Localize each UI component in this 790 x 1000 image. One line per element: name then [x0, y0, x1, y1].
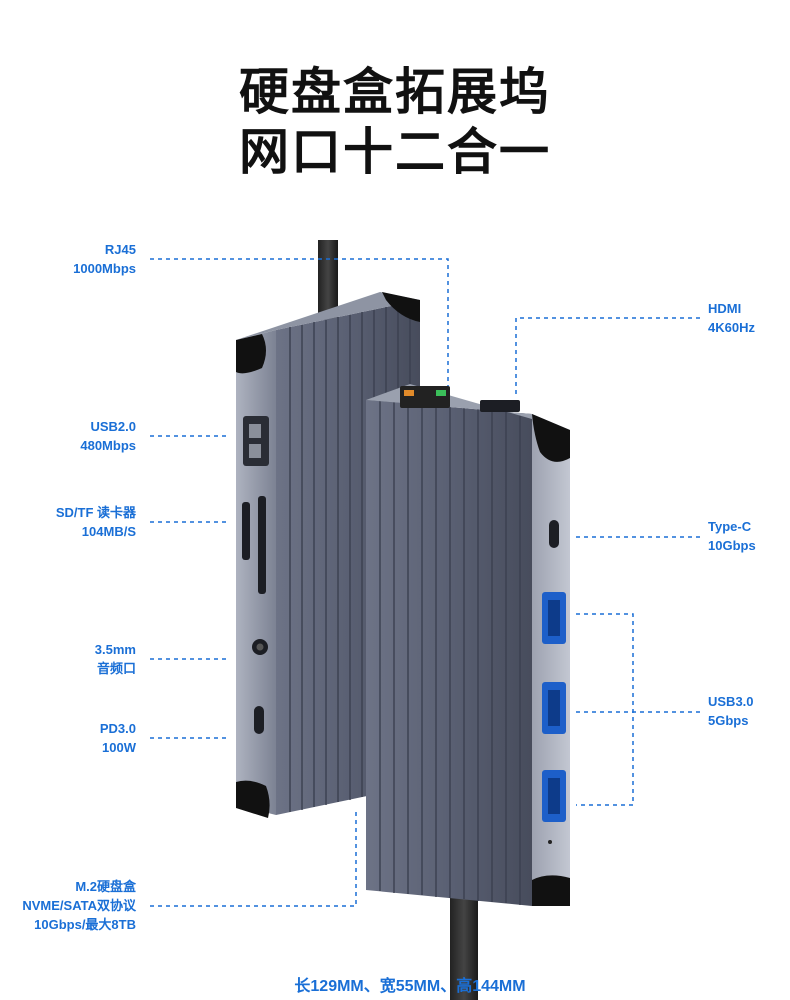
label-rj45: RJ45 1000Mbps	[73, 242, 136, 276]
pd-port	[254, 706, 264, 734]
label-m2: M.2硬盘盒 NVME/SATA双协议 10Gbps/最大8TB	[22, 879, 136, 932]
label-usb2: USB2.0 480Mbps	[80, 419, 136, 453]
cable-bottom	[450, 895, 478, 1000]
indicator-led	[548, 840, 552, 844]
tf-slot	[258, 496, 266, 594]
dimensions-text: 长129MM、宽55MM、高144MM	[294, 978, 526, 995]
label-usb3: USB3.0 5Gbps	[708, 694, 754, 728]
callout-rj45	[150, 258, 449, 386]
page-title-line1: 硬盘盒拓展坞	[239, 63, 551, 121]
label-audio: 3.5mm 音频口	[94, 642, 136, 676]
hdmi-port	[480, 400, 520, 412]
label-hdmi: HDMI 4K60Hz	[708, 301, 755, 335]
rj45-port	[400, 386, 450, 408]
label-pd: PD3.0 100W	[99, 721, 136, 755]
callout-hdmi	[515, 317, 700, 398]
typec-port	[549, 520, 559, 548]
usb2-port	[243, 416, 269, 466]
label-sdtf: SD/TF 读卡器 104MB/S	[55, 505, 136, 539]
page-title-line2: 网口十二合一	[239, 123, 551, 181]
front-unit	[366, 384, 570, 906]
sd-slot	[242, 502, 250, 560]
callout-usb3	[576, 613, 634, 806]
label-typec: Type-C 10Gbps	[708, 519, 756, 553]
callout-m2	[150, 808, 357, 907]
cable-top	[318, 240, 338, 320]
